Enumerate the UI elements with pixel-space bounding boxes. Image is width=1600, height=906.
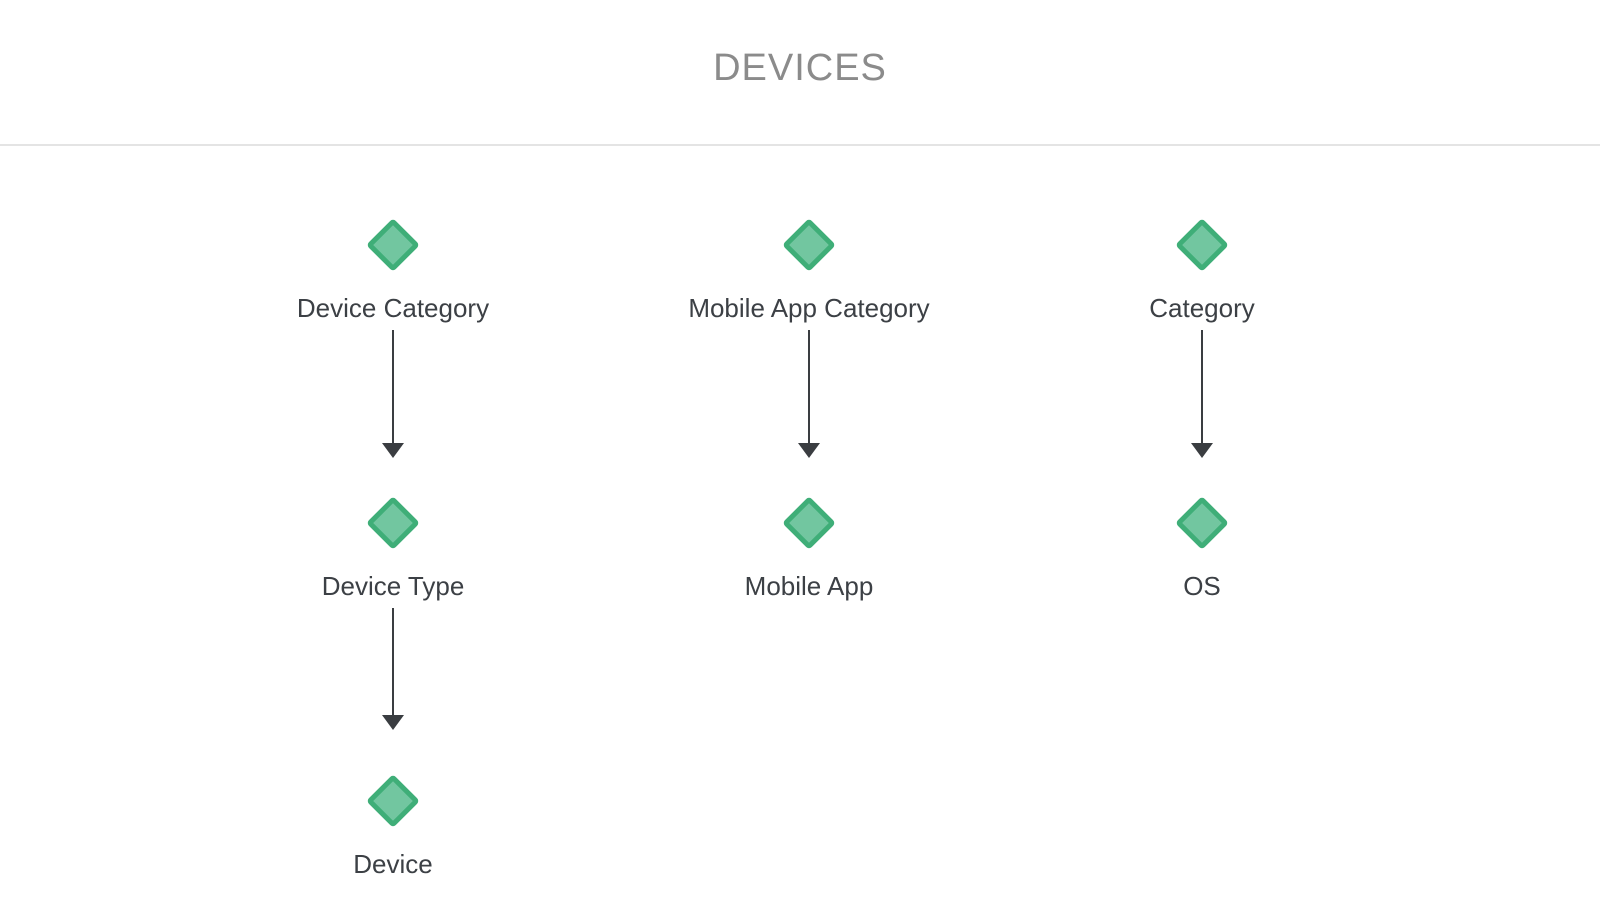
diamond-shape: [366, 218, 420, 272]
page-title: DEVICES: [713, 47, 887, 89]
dimension-diamond-icon: [1175, 496, 1229, 558]
arrow-line: [808, 330, 810, 444]
arrow-head-icon: [382, 443, 404, 458]
header-divider: [0, 144, 1600, 146]
diamond-shape: [782, 218, 836, 272]
dimension-diamond-icon: [366, 496, 420, 558]
dimension-diamond-icon: [366, 774, 420, 836]
node-os: OS: [1002, 496, 1402, 601]
diamond-shape: [782, 496, 836, 550]
dimension-diamond-icon: [1175, 218, 1229, 280]
diamond-shape: [1175, 218, 1229, 272]
dimension-diamond-icon: [782, 218, 836, 280]
dimension-diamond-icon: [366, 218, 420, 280]
node-device-type: Device Type: [193, 496, 593, 601]
node-mobile-app: Mobile App: [609, 496, 1009, 601]
node-label-mobile-app-category: Mobile App Category: [688, 293, 930, 323]
arrow-line: [392, 330, 394, 444]
node-label-category: Category: [1149, 293, 1255, 323]
node-mobile-app-category: Mobile App Category: [609, 218, 1009, 323]
node-label-device: Device: [353, 849, 433, 879]
diamond-shape: [366, 774, 420, 828]
arrow-head-icon: [1191, 443, 1213, 458]
node-category: Category: [1002, 218, 1402, 323]
diamond-shape: [366, 496, 420, 550]
node-label-device-type: Device Type: [321, 571, 465, 601]
node-device-category: Device Category: [193, 218, 593, 323]
arrow-head-icon: [382, 715, 404, 730]
diamond-shape: [1175, 496, 1229, 550]
arrow-line: [1201, 330, 1203, 444]
arrow-line: [392, 608, 394, 716]
arrow-category-to-os: [1191, 330, 1213, 458]
arrow-device-type-to-device: [382, 608, 404, 730]
dimension-diamond-icon: [782, 496, 836, 558]
arrow-head-icon: [798, 443, 820, 458]
arrow-device-category-to-device-type: [382, 330, 404, 458]
arrow-mobile-app-category-to-mobile-app: [798, 330, 820, 458]
node-device: Device: [193, 774, 593, 879]
node-label-os: OS: [1183, 571, 1221, 601]
node-label-mobile-app: Mobile App: [744, 571, 874, 601]
node-label-device-category: Device Category: [296, 293, 490, 323]
